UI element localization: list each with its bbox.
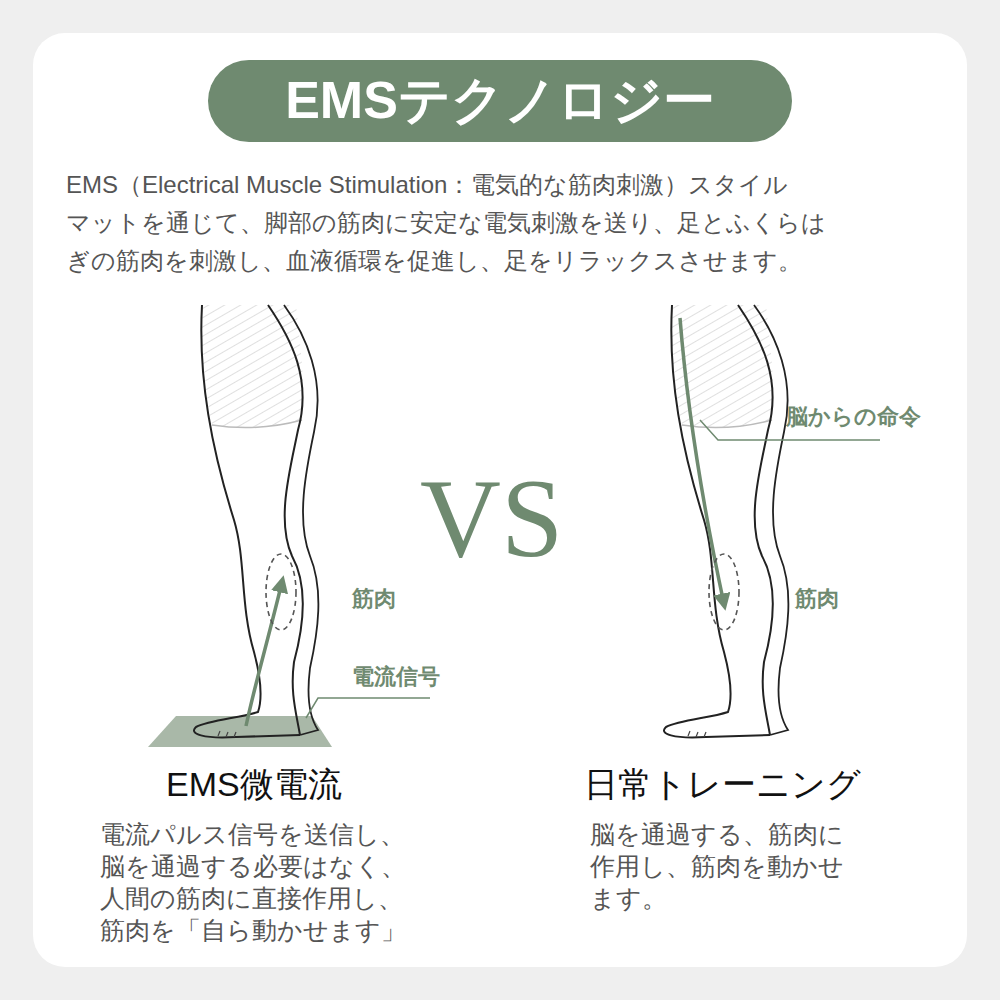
section-heading: 日常トレーニング [584, 762, 861, 808]
title-text: EMSテクノロジー [285, 66, 715, 136]
muscle-label: 筋肉 [352, 584, 396, 614]
section-body: 電流パルス信号を送信し、 脳を通過する必要はなく、 人間の筋肉に直接作用し、 筋… [100, 818, 440, 946]
section-body: 脳を通過する、筋肉に 作用し、筋肉を動かせ ます。 [590, 818, 880, 914]
intro-text: EMS（Electrical Muscle Stimulation：電気的な筋肉… [66, 166, 946, 280]
muscle-label: 筋肉 [795, 584, 839, 614]
command-label: 脳からの命令 [786, 402, 921, 432]
title-pill: EMSテクノロジー [208, 60, 792, 142]
signal-label: 電流信号 [352, 662, 440, 692]
vs-mark: VS [420, 458, 563, 578]
section-heading: EMS微電流 [166, 762, 342, 808]
